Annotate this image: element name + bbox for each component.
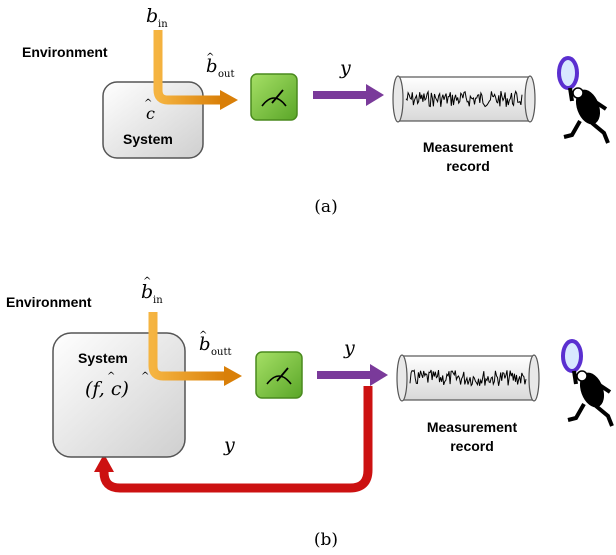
meter-icon [261, 89, 287, 107]
record-label-line1: Measurement [423, 139, 514, 155]
input-field-label: b in [146, 5, 168, 30]
input-field-label: b ^ in [141, 276, 163, 306]
system-operators: (f, c) [85, 378, 129, 400]
signal-arrow [317, 371, 371, 379]
detector-box [250, 73, 298, 121]
magnifier-observer-icon [557, 56, 610, 144]
panel-a: Environment c ^ System b in b ^ out y [22, 5, 610, 217]
svg-text:out: out [218, 69, 234, 80]
noise-trace [405, 89, 523, 108]
meter-icon [266, 367, 292, 385]
svg-text:^: ^ [206, 52, 214, 63]
signal-arrowhead [366, 84, 384, 106]
svg-text:^: ^ [141, 371, 149, 382]
paper-scroll-icon [392, 75, 536, 123]
panel-label-b: (b) [314, 530, 338, 550]
environment-label: Environment [6, 294, 92, 310]
svg-text:^: ^ [107, 371, 115, 382]
magnifier-observer-icon [561, 339, 614, 427]
svg-text:in: in [153, 295, 163, 306]
signal-arrowhead [370, 364, 388, 386]
system-label: System [78, 350, 128, 366]
environment-label: Environment [22, 44, 108, 60]
noise-trace [409, 369, 527, 387]
record-label-line1: Measurement [427, 419, 518, 435]
record-label-line2: record [446, 158, 490, 174]
svg-text:in: in [158, 19, 168, 30]
svg-text:^: ^ [143, 276, 151, 287]
system-operator: c [146, 104, 155, 123]
signal-arrow [313, 91, 367, 99]
signal-label: y [343, 337, 355, 359]
svg-text:outt: outt [211, 347, 232, 358]
feedback-arrow [99, 386, 373, 493]
paper-scroll-icon [396, 354, 540, 402]
input-output-arrow [148, 312, 226, 381]
detector-box [255, 351, 303, 399]
feedback-label: y [223, 434, 235, 456]
signal-label: y [339, 57, 351, 79]
svg-text:b: b [199, 334, 211, 355]
panel-b: Environment y System (f, c) ^ ^ b ^ in b… [6, 276, 614, 550]
svg-text:b: b [141, 281, 153, 303]
output-field-label: b ^ out [206, 52, 234, 80]
hat-mark: ^ [144, 98, 152, 109]
svg-text:^: ^ [199, 330, 207, 341]
svg-text:b: b [146, 5, 158, 27]
svg-text:b: b [206, 56, 218, 77]
output-field-label: b ^ outt [199, 330, 232, 358]
system-label: System [123, 131, 173, 147]
record-label-line2: record [450, 438, 494, 454]
input-output-arrow [153, 30, 222, 105]
input-output-arrowhead [220, 90, 238, 110]
input-output-arrowhead [224, 366, 242, 386]
panel-label-a: (a) [314, 197, 337, 217]
feedback-arrowhead [94, 454, 114, 472]
